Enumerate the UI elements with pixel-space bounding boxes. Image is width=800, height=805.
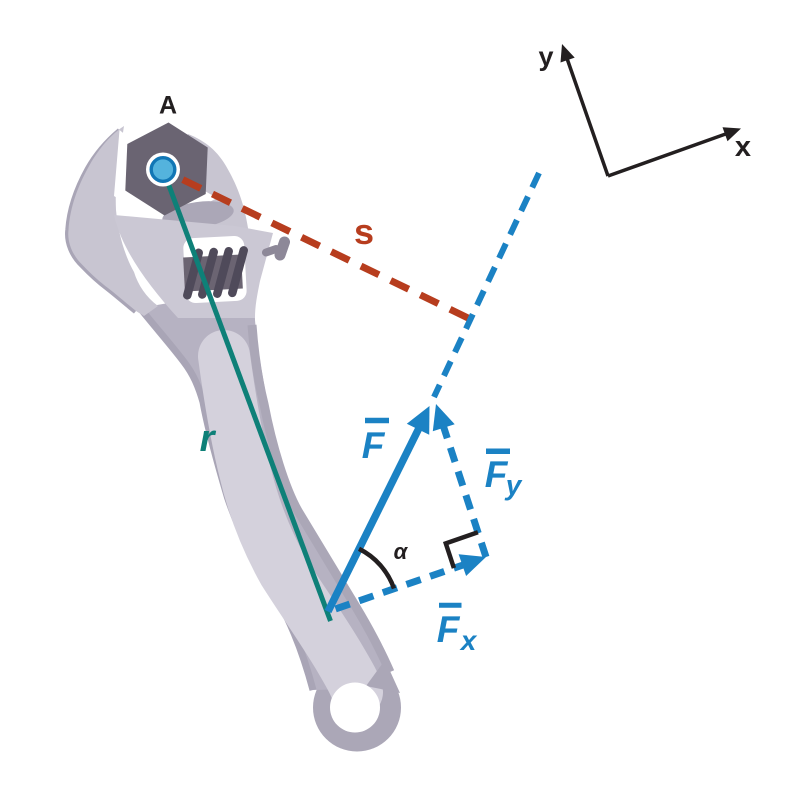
svg-text:y: y — [538, 42, 553, 72]
svg-text:r: r — [200, 418, 217, 460]
svg-text:F: F — [362, 425, 386, 466]
svg-text:y: y — [504, 470, 523, 501]
svg-text:F: F — [485, 454, 509, 495]
svg-text:x: x — [735, 131, 751, 163]
svg-text:α: α — [394, 539, 409, 564]
svg-text:A: A — [159, 92, 177, 120]
svg-text:F: F — [437, 609, 461, 650]
svg-text:s: s — [354, 211, 374, 252]
svg-text:x: x — [459, 625, 478, 656]
